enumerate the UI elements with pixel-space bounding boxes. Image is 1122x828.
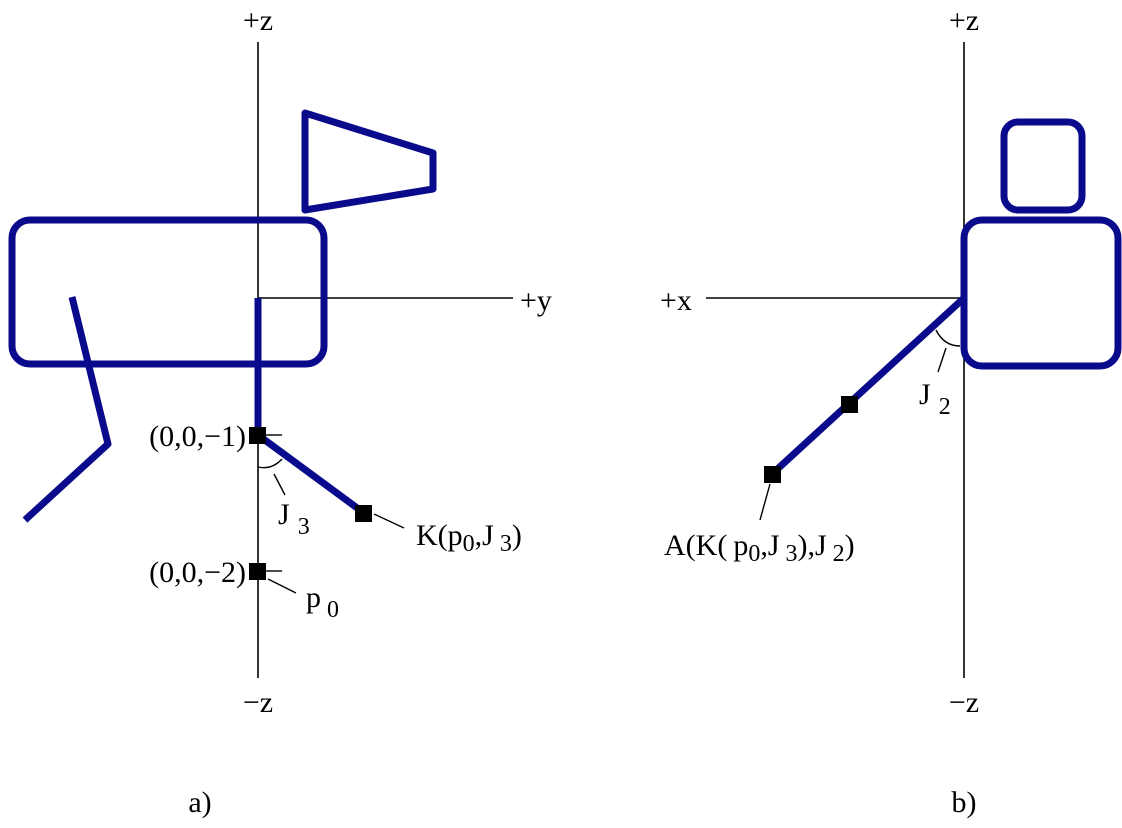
caption-a: a) bbox=[188, 786, 211, 819]
axis-label-plus-z-a: +z bbox=[243, 4, 273, 37]
axis-label-minus-z-a: −z bbox=[243, 686, 273, 719]
node-knee-b bbox=[841, 396, 858, 413]
label-k-sub2: 3 bbox=[500, 531, 512, 557]
axis-label-plus-x: +x bbox=[660, 284, 692, 317]
leader-p0 bbox=[267, 578, 297, 594]
label-j3-sub: 3 bbox=[298, 514, 310, 540]
label-a-part3: ,J bbox=[760, 529, 780, 562]
node-p0 bbox=[249, 563, 266, 580]
leader-k bbox=[373, 513, 405, 529]
label-j3-main: J bbox=[278, 498, 290, 531]
posed-leg-b bbox=[769, 295, 967, 477]
node-knee bbox=[249, 427, 266, 444]
axis-label-plus-z-b: +z bbox=[949, 4, 979, 37]
caption-b: b) bbox=[952, 786, 977, 819]
point1-label: (0,0,−1) bbox=[149, 420, 246, 453]
label-k-part3: ) bbox=[512, 519, 522, 552]
body-rectangle-side bbox=[8, 216, 328, 368]
label-j2-sub: 2 bbox=[939, 394, 951, 420]
label-a-sub3: 2 bbox=[833, 541, 845, 567]
head-square-front bbox=[1000, 118, 1086, 214]
axis-label-minus-z-b: −z bbox=[949, 686, 979, 719]
label-a-part2: p bbox=[733, 529, 748, 562]
label-a-sub1: 0 bbox=[748, 541, 760, 567]
node-foot-k bbox=[355, 505, 372, 522]
label-p0-main: p bbox=[306, 581, 321, 614]
label-j2-main: J bbox=[919, 378, 931, 411]
leader-j2 bbox=[937, 347, 947, 373]
body-square-front bbox=[960, 216, 1122, 370]
label-k-sub1: 0 bbox=[463, 531, 475, 557]
posed-leg-a bbox=[254, 298, 367, 516]
label-a-sub2: 3 bbox=[786, 541, 798, 567]
head-trapezoid bbox=[301, 109, 437, 214]
joint-angle-arc-j2 bbox=[935, 329, 961, 347]
label-k-part1: K(p bbox=[416, 519, 463, 552]
leader-a bbox=[759, 483, 771, 521]
node-foot-a bbox=[764, 466, 781, 483]
joint-angle-arc-j3 bbox=[257, 458, 283, 469]
label-a-part1: A(K( bbox=[664, 529, 727, 562]
leader-j3 bbox=[273, 473, 286, 496]
point2-label: (0,0,−2) bbox=[149, 556, 246, 589]
label-k-part2: ,J bbox=[475, 519, 495, 552]
label-a-part4: ),J bbox=[798, 529, 827, 562]
left-leg bbox=[22, 296, 112, 523]
axis-label-plus-y: +y bbox=[520, 284, 552, 317]
label-p0-sub: 0 bbox=[327, 597, 339, 623]
label-a-part5: ) bbox=[845, 529, 855, 562]
